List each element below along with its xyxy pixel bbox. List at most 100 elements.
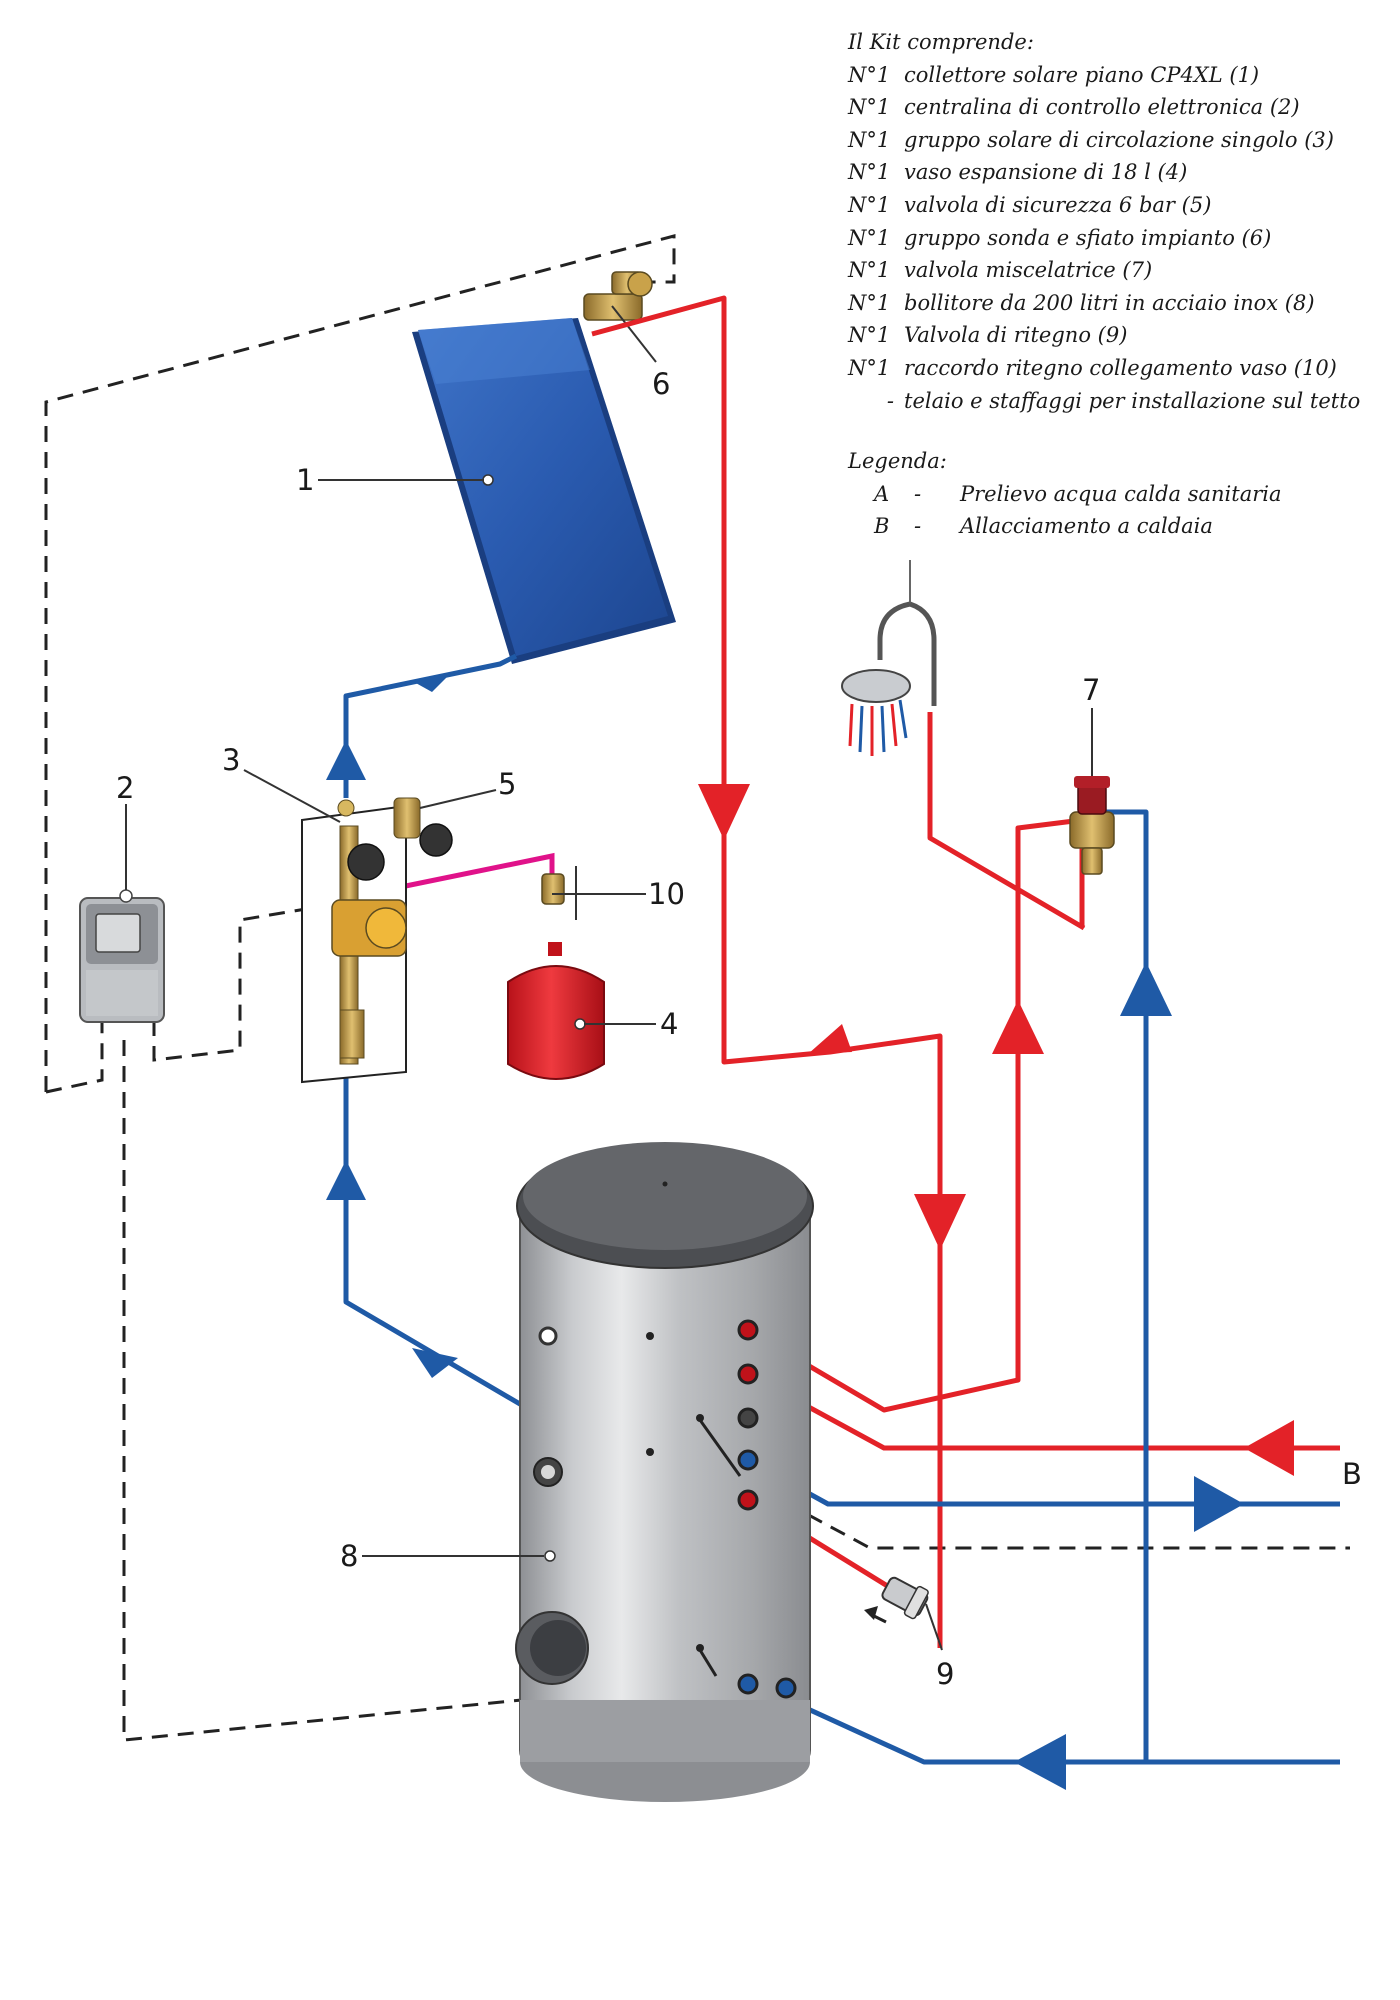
mixing-valve (1069, 776, 1115, 875)
vessel-check-fitting (541, 873, 565, 905)
cold-riser (1106, 809, 1149, 1762)
label-5: 5 (498, 767, 516, 801)
kit-item: N°1 Valvola di ritegno (9) (848, 319, 1400, 352)
label-6: 6 (652, 367, 670, 401)
arrow-hot-right (808, 1024, 852, 1054)
legend-title: Legenda: (848, 449, 947, 474)
kit-item-text: valvola miscelatrice (7) (904, 258, 1153, 283)
arrow-cold-in (1014, 1734, 1066, 1790)
controller-unit (79, 889, 165, 1023)
kit-item-prefix: N°1 (848, 160, 891, 185)
kit-item-text: Valvola di ritegno (9) (904, 323, 1128, 348)
legend-text: Prelievo acqua calda sanitaria (960, 481, 1282, 506)
arrow-collector-return (414, 672, 452, 692)
legend-text: Allacciamento a caldaia (960, 514, 1213, 539)
kit-item-text: gruppo sonda e sfiato impianto (6) (904, 225, 1272, 250)
cold-supply-main (760, 1685, 1340, 1765)
kit-title: Il Kit comprende: (848, 30, 1034, 54)
vessel-link-pipe (393, 852, 555, 892)
arrow-cold-up (1120, 962, 1172, 1016)
kit-item-text: telaio e staffaggi per installazione sul… (904, 388, 1361, 413)
arrow-up-pump-top (326, 740, 366, 780)
edge-label-b: B (1342, 1457, 1362, 1491)
kit-item-list: N°1 collettore solare piano CP4XL (1) N°1 c… (848, 59, 1400, 418)
controller-to-pump-cable (152, 903, 331, 1062)
callout-line-5 (419, 789, 497, 809)
callout-dot-1 (482, 474, 494, 486)
callout-dot-4 (574, 1018, 586, 1030)
expansion-vessel (507, 942, 605, 1080)
kit-item-prefix: N°1 (848, 95, 891, 120)
label-10: 10 (648, 877, 685, 911)
kit-item: N°1 centralina di controllo elettronica (… (848, 91, 1400, 124)
label-9: 9 (936, 1657, 954, 1691)
kit-item: N°1 gruppo sonda e sfiato impianto (6) (848, 222, 1400, 255)
kit-item-prefix: N°1 (848, 323, 891, 348)
arrow-boiler-in (1244, 1420, 1294, 1476)
storage-tank (515, 1142, 814, 1802)
callout-line-9 (925, 1603, 943, 1651)
kit-item: N°1 raccordo ritegno collegamento vaso (1… (848, 352, 1400, 385)
cold-pipes (343, 653, 1340, 1765)
check-valve (864, 1576, 929, 1624)
legend-separator: - (914, 514, 922, 539)
kit-item: -telaio e staffaggi per installazione su… (848, 385, 1400, 418)
kit-item-prefix: N°1 (848, 127, 891, 152)
kit-item: N°1 valvola di sicurezza 6 bar (5) (848, 189, 1400, 222)
kit-item-text: valvola di sicurezza 6 bar (5) (904, 192, 1212, 217)
collector-flow-pipe (591, 295, 943, 1648)
kit-item: N°1 valvola miscelatrice (7) (848, 254, 1400, 287)
callout-line-6 (611, 305, 657, 363)
label-3: 3 (222, 743, 240, 777)
kit-item-text: bollitore da 200 litri in acciaio inox (… (904, 290, 1315, 315)
label-8: 8 (340, 1539, 358, 1573)
kit-item-prefix: N°1 (848, 225, 891, 250)
legend-letter: B (874, 514, 890, 539)
kit-item: N°1 bollitore da 200 litri in acciaio ino… (848, 287, 1400, 320)
legend-separator: - (914, 481, 922, 506)
kit-item-text: vaso espansione di 18 l (4) (904, 160, 1188, 185)
kit-contents-block: Il Kit comprende: N°1 collettore solare p… (848, 26, 1400, 543)
kit-item-text: collettore solare piano CP4XL (1) (904, 62, 1260, 87)
label-2: 2 (116, 771, 134, 805)
kit-item-text: gruppo solare di circolazione singolo (3… (904, 127, 1334, 152)
legend-item: B- Allacciamento a caldaia (848, 510, 1400, 543)
kit-item-prefix: N°1 (848, 192, 891, 217)
collector-return-pipe (343, 653, 518, 798)
kit-item: N°1 collettore solare piano CP4XL (1) (848, 59, 1400, 92)
kit-item-text: centralina di controllo elettronica (2) (904, 95, 1300, 120)
kit-item-prefix: N°1 (848, 355, 891, 380)
callout-line-3 (243, 769, 341, 823)
kit-item-prefix: N°1 (848, 290, 891, 315)
shower-head (841, 560, 937, 756)
arrow-boiler-out (1194, 1476, 1244, 1532)
collector-sensor-cable (44, 234, 676, 1092)
arrow-up-pump-bottom (326, 1160, 366, 1200)
legend-letter: A (874, 481, 890, 506)
arrow-hot-down-2 (914, 1194, 966, 1250)
arrow-hot-down (698, 784, 750, 840)
solar-collector (412, 318, 676, 664)
kit-item-text: raccordo ritegno collegamento vaso (10) (904, 355, 1337, 380)
tank-to-boiler-cable (761, 1488, 1350, 1550)
pump-station (301, 797, 453, 1084)
kit-item-prefix: N°1 (848, 62, 891, 87)
arrow-hot-up (992, 1000, 1044, 1054)
kit-item: N°1 vaso espansione di 18 l (4) (848, 156, 1400, 189)
legend-item: A- Prelievo acqua calda sanitaria (848, 478, 1400, 511)
label-4: 4 (660, 1007, 678, 1041)
kit-item-prefix: N°1 (848, 258, 891, 283)
mixing-return-pipe (927, 712, 1086, 931)
callout-dot-8 (544, 1550, 556, 1562)
kit-item: N°1 gruppo solare di circolazione singolo… (848, 124, 1400, 157)
kit-item-prefix: - (886, 388, 894, 413)
controller-left-cable (45, 1020, 104, 1094)
label-7: 7 (1082, 673, 1100, 707)
boiler-return-pipe (746, 1457, 1340, 1507)
arrow-solar-return (412, 1348, 458, 1378)
flow-arrows (326, 672, 1294, 1790)
legend-block: Legenda: A- Prelievo acqua calda sanitari… (848, 445, 1400, 543)
label-1: 1 (296, 463, 314, 497)
